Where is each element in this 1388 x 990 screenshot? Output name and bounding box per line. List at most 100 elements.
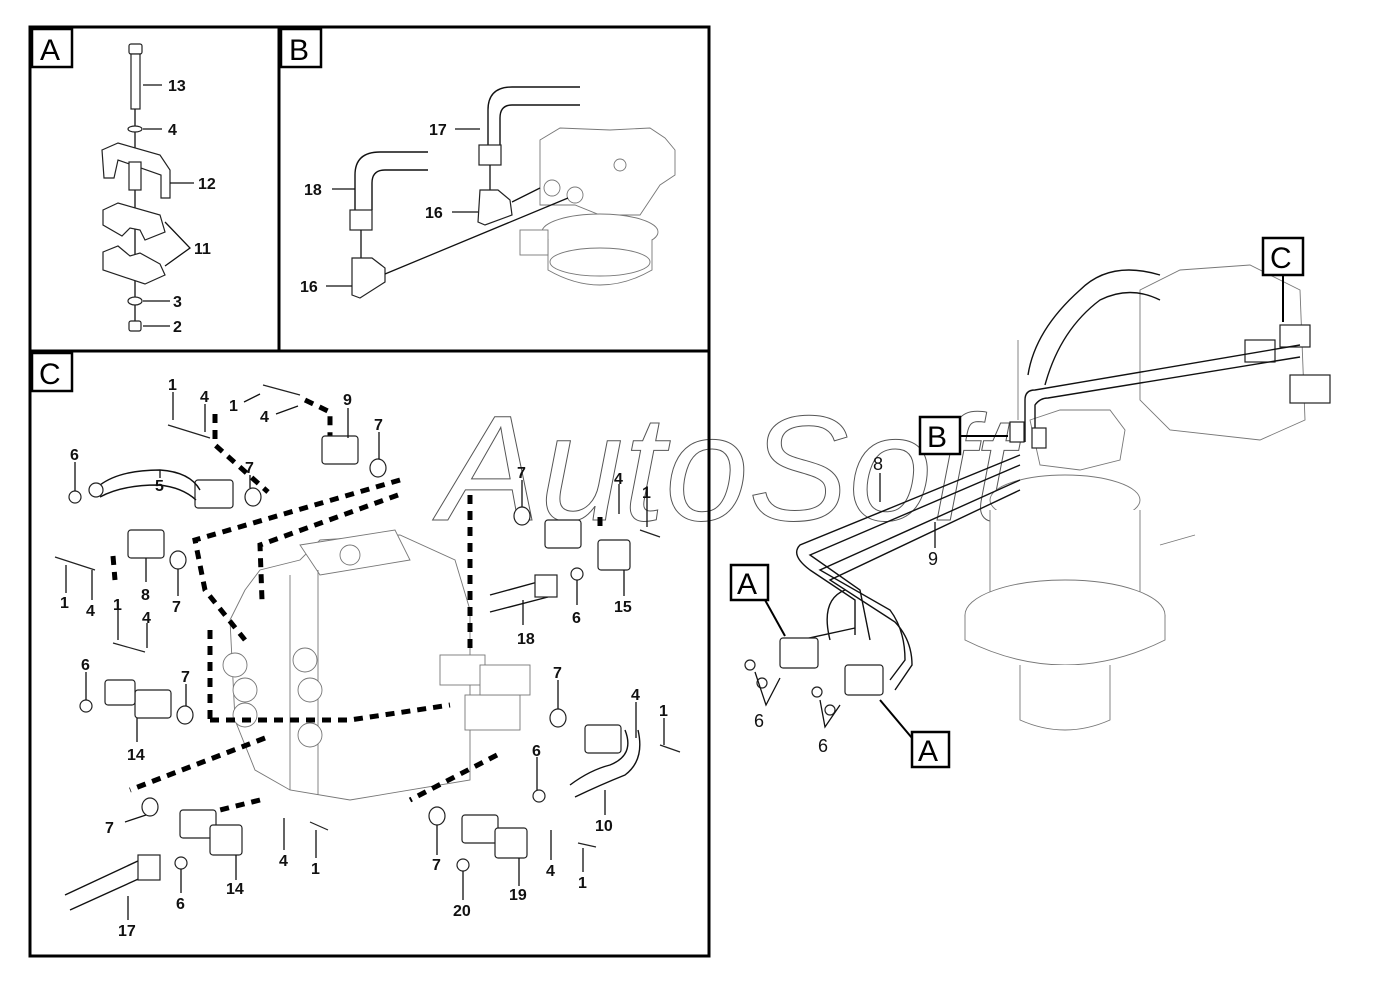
callout-16-lower: 16: [300, 279, 318, 296]
callout-7: 7: [553, 665, 562, 682]
callout-1: 1: [113, 597, 122, 614]
callout-6: 6: [70, 447, 79, 464]
flange-19: [461, 814, 499, 844]
dashed-connections: [110, 397, 603, 813]
flange-8: [127, 529, 165, 559]
callout-18: 18: [304, 182, 322, 199]
callout-4: 4: [631, 687, 640, 704]
callout-8: 8: [141, 587, 150, 604]
callout-4: 4: [142, 610, 151, 627]
overview-block-a2: [844, 664, 884, 696]
callout-4: 4: [260, 409, 269, 426]
clamp-cover: [101, 142, 171, 199]
callout-17: 17: [429, 122, 447, 139]
panel-frames: [28, 25, 711, 958]
bolt-head: [128, 43, 143, 55]
overview-fitting-b2: [1031, 427, 1047, 449]
overview-assembly: A A B C 8 9 6 6: [729, 236, 1331, 769]
callout-1: 1: [642, 485, 651, 502]
callout-7: 7: [172, 599, 181, 616]
callout-13: 13: [168, 78, 186, 95]
flange-14-lower: [179, 809, 217, 839]
overview-label-a1-box: [729, 563, 770, 602]
callout-15: 15: [614, 599, 632, 616]
callout-9: 9: [343, 392, 352, 409]
callout-6: 6: [176, 896, 185, 913]
elbow-16-lower: [351, 257, 386, 299]
control-valve: [222, 529, 531, 801]
overview-label-b: B: [927, 421, 947, 454]
panel-b-label: B: [289, 34, 309, 67]
overview-label-a1: A: [737, 568, 757, 601]
clamp-half-upper: [102, 202, 166, 241]
panel-b-label-box: [279, 27, 323, 69]
callout-11: 11: [194, 241, 211, 258]
callout-18: 18: [517, 631, 535, 648]
callout-4: 4: [200, 389, 209, 406]
elbow-19: [494, 827, 528, 859]
washer-3: [127, 296, 143, 306]
bolt-shank: [130, 53, 141, 110]
overview-hoses: [796, 269, 1301, 691]
overview-label-b-box: [918, 415, 962, 456]
panel-c: C: [30, 351, 681, 940]
fittings: [104, 435, 631, 859]
overview-callout-9: 9: [928, 549, 938, 569]
hose-18-nut: [349, 209, 373, 231]
bolts: [54, 384, 681, 848]
overview-label-c-box: [1261, 236, 1305, 277]
callout-1: 1: [168, 377, 177, 394]
callout-4: 4: [86, 603, 95, 620]
overview-callout-6b: 6: [818, 736, 828, 756]
hoses-c: [64, 469, 641, 911]
overview-callout-8: 8: [873, 454, 883, 474]
panel-b: B 17 18 16 16: [279, 27, 676, 299]
overview-callout-6a: 6: [754, 711, 764, 731]
callout-16-upper: 16: [425, 205, 443, 222]
washer: [127, 125, 143, 133]
callout-7: 7: [245, 460, 254, 477]
nut-2: [128, 320, 142, 332]
swing-motor: [519, 127, 676, 286]
callout-1: 1: [311, 861, 320, 878]
callout-19: 19: [509, 887, 527, 904]
flange-5: [194, 479, 234, 509]
detail-frame: [28, 25, 711, 958]
panel-a-label-box: [30, 27, 74, 69]
elbow-15: [597, 539, 631, 571]
callout-3: 3: [173, 294, 182, 311]
elbow-16-upper: [477, 189, 513, 226]
overview-label-a2-box: [910, 730, 951, 769]
callout-20: 20: [453, 903, 471, 920]
callout-6: 6: [81, 657, 90, 674]
callout-1: 1: [60, 595, 69, 612]
overview-label-c: C: [1270, 242, 1292, 275]
callout-6: 6: [572, 610, 581, 627]
callout-14: 14: [127, 747, 145, 764]
flange-9: [321, 435, 359, 465]
pointer-a2: [879, 699, 913, 739]
panel-a: A 13 4 12 11 3 2: [30, 27, 216, 336]
elbow-14-upper: [104, 679, 136, 706]
callout-2: 2: [173, 319, 182, 336]
callout-6: 6: [532, 743, 541, 760]
swing-gearbox: [964, 340, 1196, 731]
clamp-half-lower: [102, 245, 166, 285]
panel-c-label: C: [39, 358, 61, 391]
callout-4: 4: [279, 853, 288, 870]
panel-a-label: A: [40, 34, 60, 67]
callout-1: 1: [229, 398, 238, 415]
hose-17-nut: [478, 144, 502, 166]
callout-10: 10: [595, 818, 613, 835]
callout-7: 7: [105, 820, 114, 837]
overview-control-valve: [1139, 264, 1331, 441]
flange-15: [544, 519, 582, 549]
callout-12: 12: [198, 176, 216, 193]
callout-7: 7: [432, 857, 441, 874]
overview-block-a1: [779, 637, 819, 669]
callout-1: 1: [578, 875, 587, 892]
callout-4: 4: [546, 863, 555, 880]
callout-7: 7: [374, 417, 383, 434]
leaders-c: [65, 392, 665, 920]
